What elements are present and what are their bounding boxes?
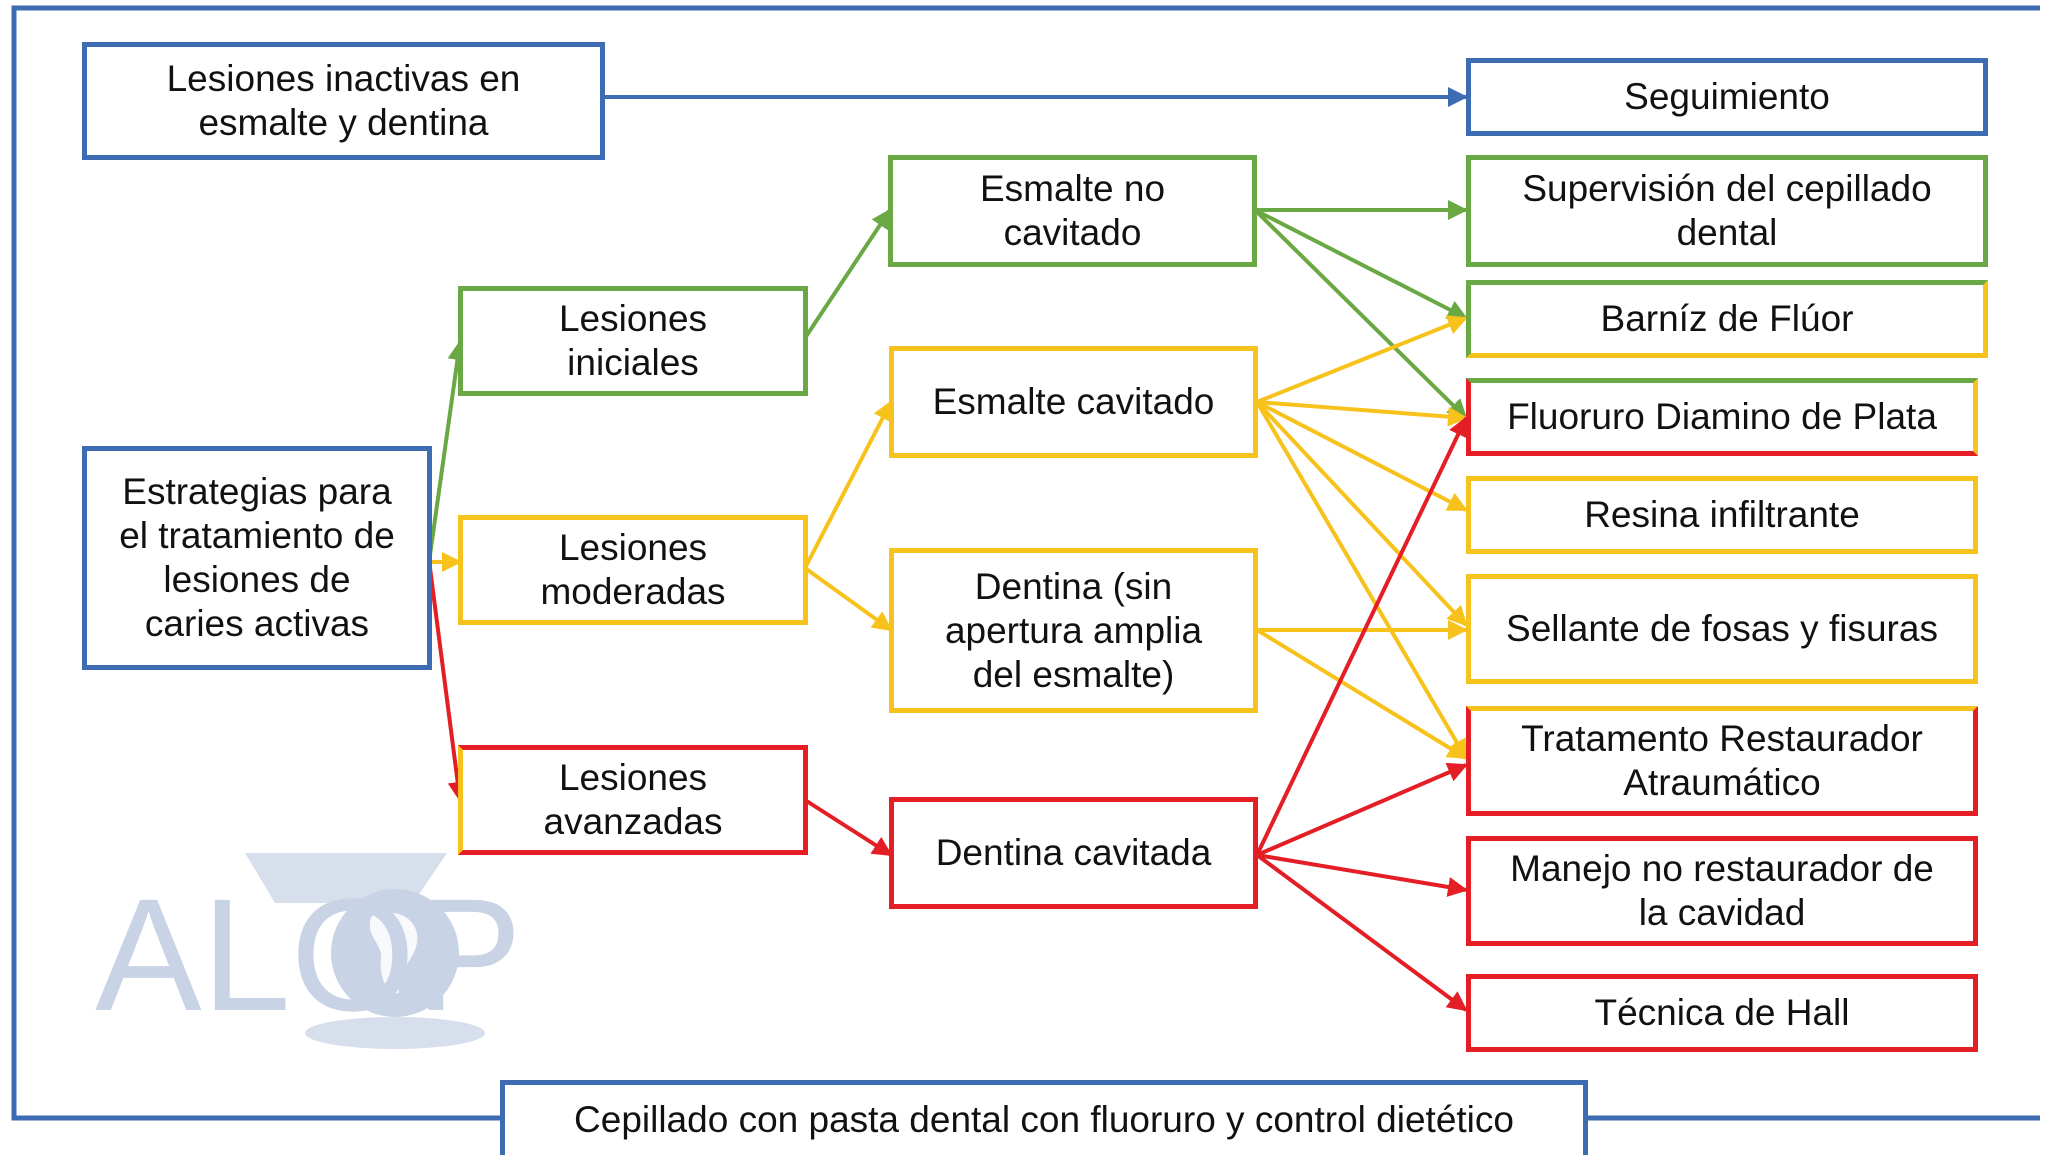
arrow-enamel-cav-to-varnish bbox=[1256, 315, 1468, 404]
arrow-moderate-to-dentin-noopen bbox=[803, 566, 893, 632]
node-brushing-supervision: Supervisión del cepillado dental bbox=[1466, 155, 1988, 267]
node-followup: Seguimiento bbox=[1466, 58, 1988, 136]
arrow-moderate-to-enamel-cav bbox=[803, 400, 893, 569]
node-brushing-diet-control: Cepillado con pasta dental con fluoruro … bbox=[500, 1080, 1588, 1155]
node-atraumatic-restorative-treatment: Tratamento Restaurador Atraumático bbox=[1466, 706, 1978, 816]
arrow-dentin-noopen-to-art bbox=[1255, 628, 1468, 760]
arrow-strategies-to-initial bbox=[428, 340, 468, 556]
arrow-dentin-cav-to-sdf bbox=[1255, 416, 1468, 856]
arrow-advanced-to-dentin-cav bbox=[803, 798, 893, 857]
node-dentin-cavitated: Dentina cavitada bbox=[889, 797, 1258, 909]
arrow-dentin-cav-to-art bbox=[1256, 762, 1468, 857]
arrow-dentin-cav-to-hall bbox=[1255, 853, 1468, 1012]
node-non-restorative-cavity-control: Manejo no restaurador de la cavidad bbox=[1466, 836, 1978, 946]
outer-frame-line bbox=[11, 5, 2040, 1121]
node-hall-technique: Técnica de Hall bbox=[1466, 974, 1978, 1052]
node-silver-diamine-fluoride: Fluoruro Diamino de Plata bbox=[1466, 378, 1978, 456]
node-strategies: Estrategias para el tratamiento de lesio… bbox=[82, 446, 432, 670]
arrow-enamel-cav-to-sealant bbox=[1255, 400, 1468, 627]
node-moderate-lesions: Lesiones moderadas bbox=[458, 515, 808, 625]
node-infiltrant-resin: Resina infiltrante bbox=[1466, 476, 1978, 554]
arrow-dentin-cav-to-nonrest bbox=[1256, 853, 1468, 897]
arrow-initial-to-enamel-noncav bbox=[803, 208, 892, 340]
node-inactive-lesions: Lesiones inactivas en esmalte y dentina bbox=[82, 42, 605, 160]
arrow-enamel-cav-to-sdf bbox=[1256, 400, 1468, 427]
node-dentin-no-opening: Dentina (sin apertura amplia del esmalte… bbox=[889, 548, 1258, 713]
node-initial-lesions: Lesiones iniciales bbox=[458, 286, 808, 396]
arrow-enamel-cav-to-art bbox=[1255, 400, 1468, 760]
node-advanced-lesions: Lesiones avanzadas bbox=[458, 745, 808, 855]
arrow-enamel-noncav-to-sdf bbox=[1253, 208, 1468, 420]
arrow-strategies-to-advanced bbox=[428, 567, 468, 802]
node-enamel-cavitated: Esmalte cavitado bbox=[889, 346, 1258, 458]
alop-watermark-logo: ALOP bbox=[95, 853, 522, 1049]
watermark-text: ALOP bbox=[95, 865, 522, 1044]
node-enamel-noncavitated: Esmalte no cavitado bbox=[888, 155, 1257, 267]
node-pit-fissure-sealant: Sellante de fosas y fisuras bbox=[1466, 574, 1978, 684]
node-fluoride-varnish: Barníz de Flúor bbox=[1466, 280, 1988, 358]
arrow-enamel-noncav-to-varnish bbox=[1254, 208, 1468, 320]
